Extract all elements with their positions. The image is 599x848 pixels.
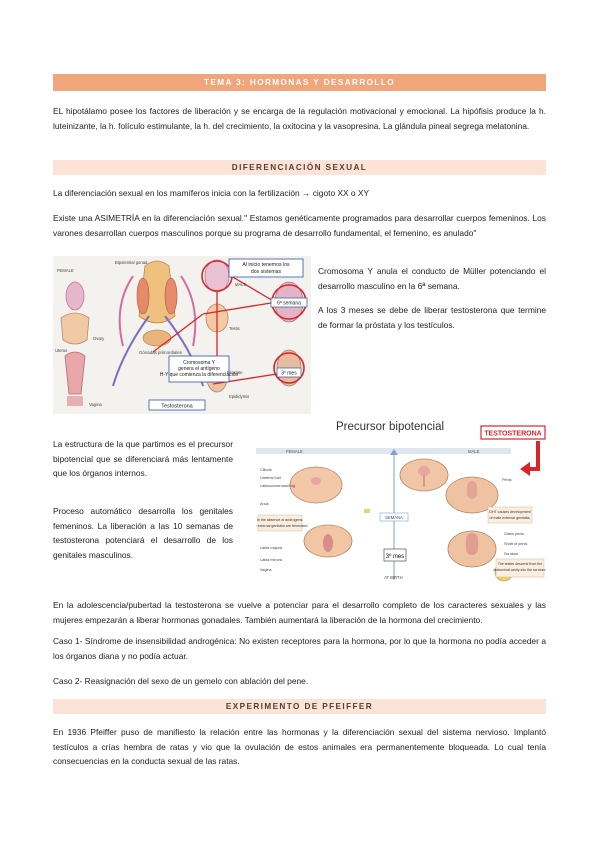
label-ovary: Ovary	[93, 336, 105, 341]
callout-mid-3: H-Y que comienza la diferenciación	[160, 372, 239, 378]
paragraph-caso-2: Caso 2- Reasignación del sexo de un geme…	[53, 676, 309, 686]
note-female-2: the external genitalia are feminized.	[256, 524, 308, 528]
section-heading-pfeiffer: EXPERIMENTO DE PFEIFFER	[53, 699, 546, 714]
label-shaft: Shaft of penis	[504, 542, 527, 546]
figure-external-genitalia: Precursor bipotencial TESTOSTERONA FEMAL…	[256, 415, 546, 587]
label-female: FEMALE	[57, 268, 74, 273]
paragraph-asimetria: Existe una ASIMETRÍA en la diferenciació…	[53, 213, 546, 238]
label-testis: Testis	[229, 326, 240, 331]
paragraph-cromosoma-y: Cromosoma Y anula el conducto de Müller …	[318, 266, 546, 291]
label-tres-mes: 3º mes	[386, 553, 405, 560]
figure2-title: Precursor bipotencial	[336, 421, 444, 433]
intro-paragraph: EL hipotálamo posee los factores de libe…	[53, 106, 546, 131]
label-male: MALE	[235, 282, 247, 287]
paragraph-pfeiffer: En 1936 Pfeiffer puso de manifiesto la r…	[53, 727, 546, 767]
label-vagina: Vagina	[260, 568, 272, 572]
internal-development-diagram: Al inicio tenemos los dos sistemas 6ª se…	[53, 256, 311, 414]
label-labia-majora: Labia majora	[260, 546, 283, 550]
paragraph-adolescencia: En la adolescencia/pubertad la testoster…	[53, 600, 546, 625]
label-month: 3º mes	[281, 371, 297, 377]
label-anus: Anus	[260, 502, 269, 506]
label-prostate: Prostate	[227, 370, 243, 375]
external-genitalia-diagram: Precursor bipotencial TESTOSTERONA FEMAL…	[256, 415, 546, 587]
label-semana: SEMANA	[385, 515, 403, 520]
paragraph-proceso-automatico: Proceso automático desarrolla los genita…	[53, 506, 233, 560]
callout-mid-1: Cromosoma Y	[183, 360, 216, 366]
label-uterus: Uterus	[55, 348, 67, 353]
label-bipotential: Bipotential gonad	[115, 260, 148, 265]
note-male-1: DHT causes development	[489, 510, 530, 514]
label-epididymis: Epididymis	[229, 394, 249, 399]
testosterona-badge: TESTOSTERONA	[484, 431, 541, 438]
label-labia-minora: Labia minora	[260, 558, 283, 562]
callout-bottom: Testosterona	[161, 404, 193, 410]
callout-mid-2: genera el antígeno	[178, 366, 220, 372]
label-scrotum: Scrotum	[504, 552, 518, 556]
paragraph-fertilizacion: La diferenciación sexual en los mamífero…	[53, 188, 370, 198]
callout-top-2: dos sistemas	[251, 269, 282, 275]
label-penis: Penis	[502, 478, 512, 482]
note-male-2: of male external genitalia.	[490, 516, 531, 520]
label-labioscrotal: Labioscrotal swelling	[260, 484, 295, 488]
label-glans: Glans penis	[504, 532, 524, 536]
label-week: 6ª semana	[277, 301, 301, 307]
page-title: TEMA 3: HORMONAS Y DESARROLLO	[53, 74, 546, 91]
label-gonads: Gónadas primordiales	[139, 350, 183, 355]
note-female-1: In the absence of androgens,	[257, 518, 304, 522]
section-heading-diferenciacion: DIFERENCIACIÓN SEXUAL	[53, 160, 546, 175]
paragraph-precursor: La estructura de la que partimos es el p…	[53, 439, 233, 479]
label-urethral: Urethral fold	[260, 476, 281, 480]
label-male: MALE	[468, 449, 480, 454]
callout-top-1: Al inicio tenemos los	[242, 262, 290, 268]
note-testes-1: The testes descend from the	[498, 562, 542, 566]
label-female: FEMALE	[286, 449, 303, 454]
note-testes-2: abdominal cavity into the scrotum.	[494, 568, 546, 572]
paragraph-tres-meses: A los 3 meses se debe de liberar testost…	[318, 305, 546, 330]
label-birth: AT BIRTH	[384, 575, 403, 580]
figure-internal-development: Al inicio tenemos los dos sistemas 6ª se…	[53, 256, 311, 414]
label-clitoris: Clitoris	[260, 468, 272, 472]
paragraph-caso-1: Caso 1- Síndrome de insensibilidad andro…	[53, 636, 546, 661]
label-vagina: Vagina	[89, 402, 102, 407]
